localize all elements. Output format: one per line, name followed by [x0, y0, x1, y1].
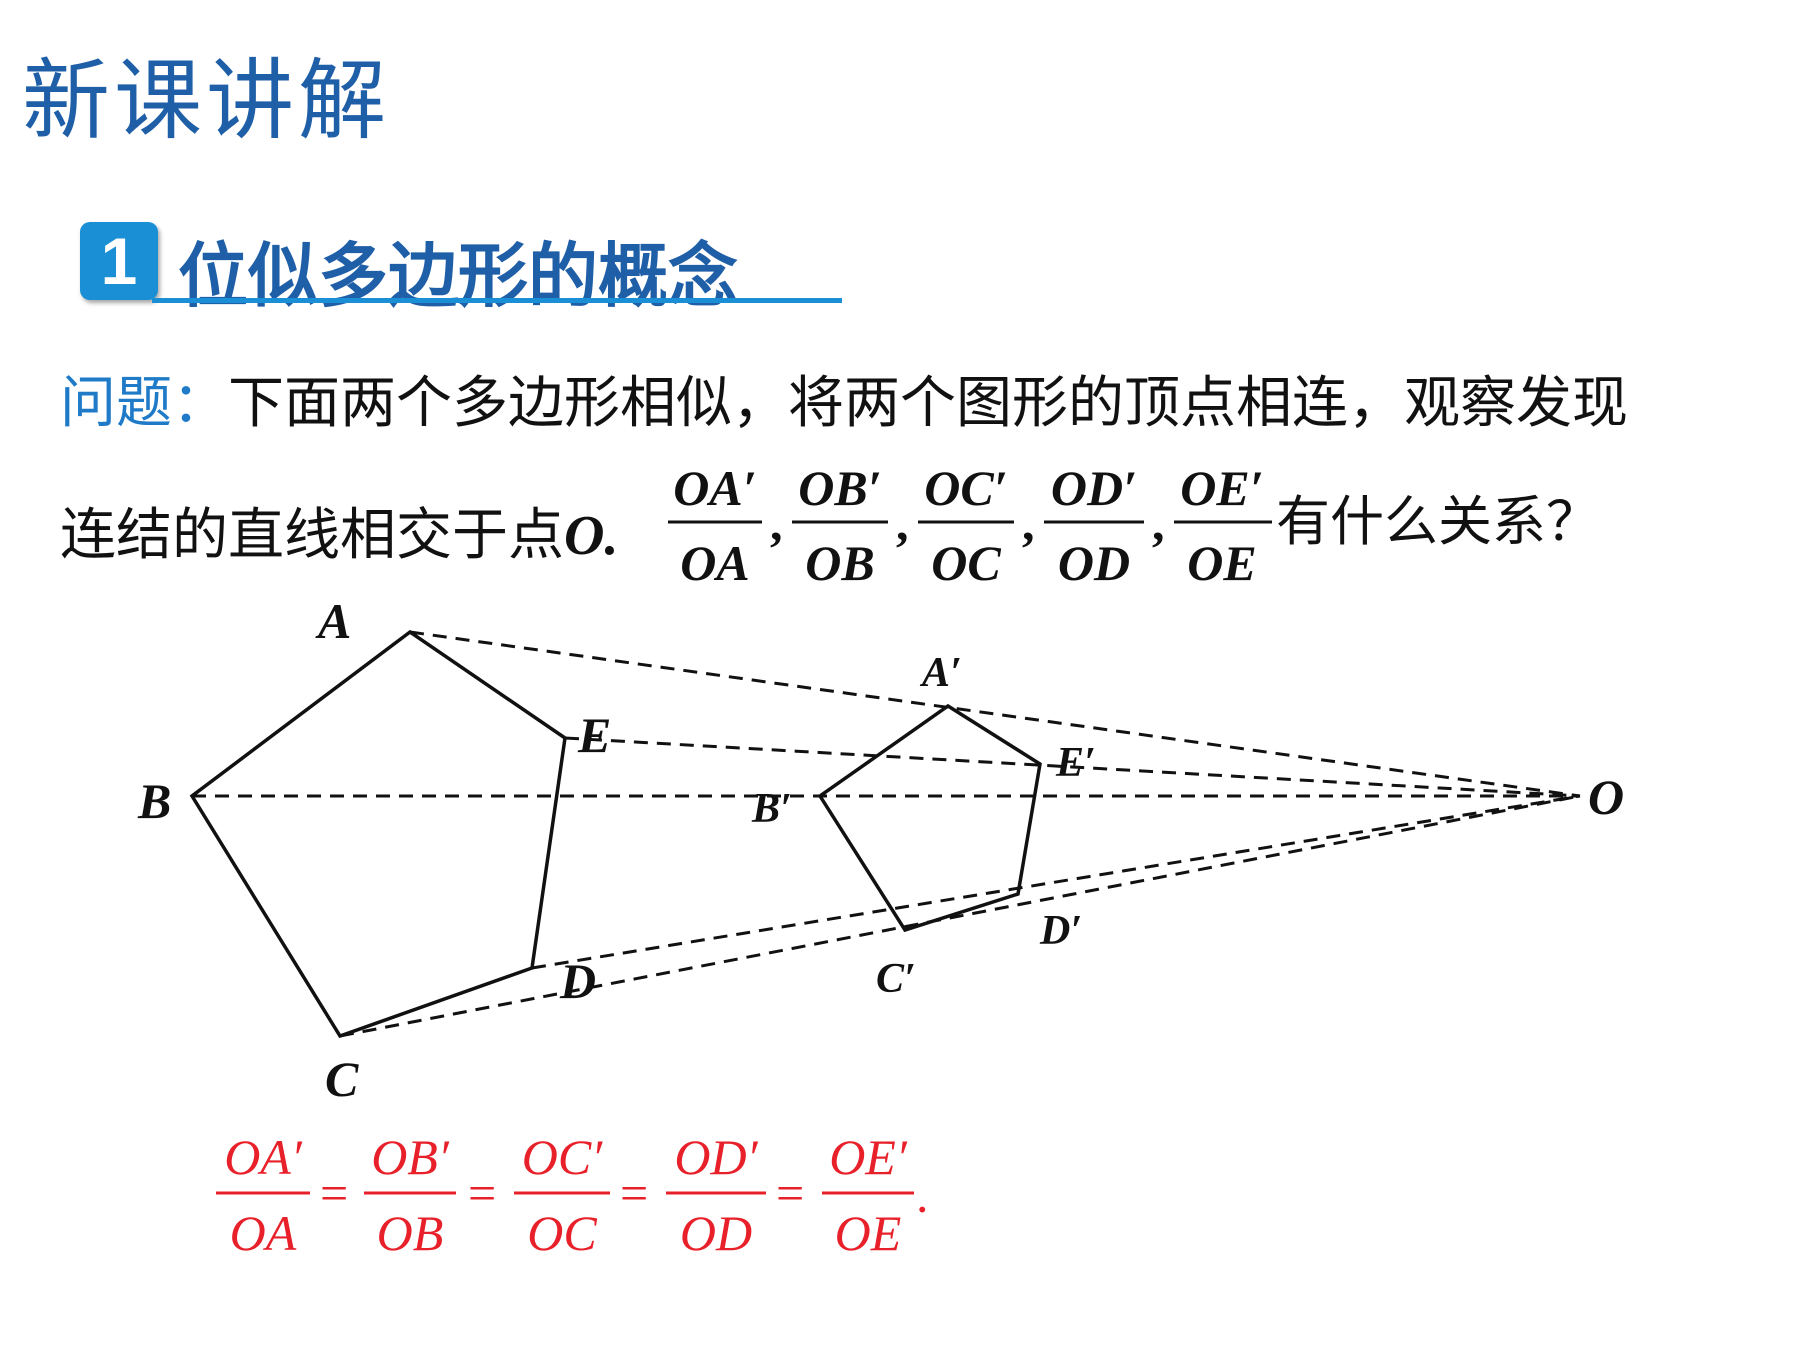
ray-c [339, 794, 1581, 1038]
question-fraction-2-numerator: OB′ [798, 460, 882, 516]
ray-e [564, 736, 1581, 798]
question-suffix: 有什么关系？ [1276, 490, 1600, 553]
question-period: . [604, 505, 619, 567]
ray-a [409, 630, 1581, 798]
question-fraction-5-denominator: OE [1187, 535, 1256, 591]
question-comma-4: , [1152, 495, 1165, 551]
question-text-2: 连结的直线相交于点 [60, 503, 564, 568]
question-line-2: 连结的直线相交于点O. [60, 490, 618, 571]
answer-fraction-3-denominator: OC [527, 1205, 597, 1261]
page-title: 新课讲解 [22, 49, 391, 152]
question-fraction-2-denominator: OB [805, 535, 874, 591]
dashed-rays [192, 630, 1581, 1038]
label-d: D [559, 953, 596, 1009]
label-e-prime: E′ [1055, 740, 1096, 786]
answer-fraction-3-numerator: OC′ [522, 1129, 603, 1185]
section-heading: 1 位似多边形的概念 [80, 222, 842, 317]
label-b: B [137, 773, 171, 829]
answer-equation: OA′ OA = OB′ OB = OC′ OC = OD′ OD = OE′ … [216, 1129, 929, 1261]
question-fraction-3-denominator: OC [931, 535, 1001, 591]
label-c: C [325, 1051, 359, 1107]
question-text-1: 下面两个多边形相似，将两个图形的顶点相连，观察发现 [228, 371, 1628, 436]
question-line-1: 问题：下面两个多边形相似，将两个图形的顶点相连，观察发现 [60, 358, 1628, 439]
answer-equals-4: = [776, 1165, 804, 1221]
question-fraction-1-numerator: OA′ [673, 460, 757, 516]
section-title: 位似多边形的概念 [178, 235, 738, 317]
label-o: O [1588, 769, 1624, 825]
answer-fraction-2-denominator: OB [377, 1205, 444, 1261]
question-label: 问题： [60, 371, 228, 436]
answer-fraction-1-denominator: OA [230, 1205, 297, 1261]
ray-d [531, 794, 1581, 970]
answer-fraction-4-denominator: OD [680, 1205, 752, 1261]
question-fractions: OA′ OA , OB′ OB , OC′ OC , OD′ OD , OE′ … [668, 460, 1272, 591]
question-fraction-4-numerator: OD′ [1051, 460, 1137, 516]
answer-fraction-5-numerator: OE′ [829, 1129, 908, 1185]
section-number-badge: 1 [80, 222, 158, 300]
pentagon-small [817, 703, 1042, 933]
question-fraction-5-numerator: OE′ [1180, 460, 1264, 516]
answer-equals-1: = [320, 1165, 348, 1221]
label-d-prime: D′ [1039, 908, 1082, 954]
point-o-label: O [564, 505, 605, 567]
question-fraction-1-denominator: OA [680, 535, 749, 591]
label-a: A [315, 593, 351, 649]
pentagon-large [189, 629, 567, 1039]
question-comma-3: , [1022, 495, 1035, 551]
answer-period: . [916, 1167, 929, 1223]
label-c-prime: C′ [876, 956, 916, 1002]
question-fraction-3-numerator: OC′ [924, 460, 1008, 516]
label-a-prime: A′ [919, 650, 962, 696]
answer-equals-2: = [468, 1165, 496, 1221]
answer-equals-3: = [620, 1165, 648, 1221]
question-comma-1: , [770, 495, 783, 551]
answer-fraction-1-numerator: OA′ [224, 1129, 303, 1185]
label-b-prime: B′ [751, 786, 792, 832]
answer-fraction-2-numerator: OB′ [371, 1129, 450, 1185]
answer-fraction-4-numerator: OD′ [674, 1129, 758, 1185]
label-e: E [577, 707, 611, 763]
question-comma-2: , [896, 495, 909, 551]
vertex-labels: A E B D C A′ E′ B′ D′ C′ O [137, 593, 1624, 1107]
question-fraction-4-denominator: OD [1058, 535, 1130, 591]
section-underline [152, 298, 842, 303]
answer-fraction-5-denominator: OE [835, 1205, 902, 1261]
